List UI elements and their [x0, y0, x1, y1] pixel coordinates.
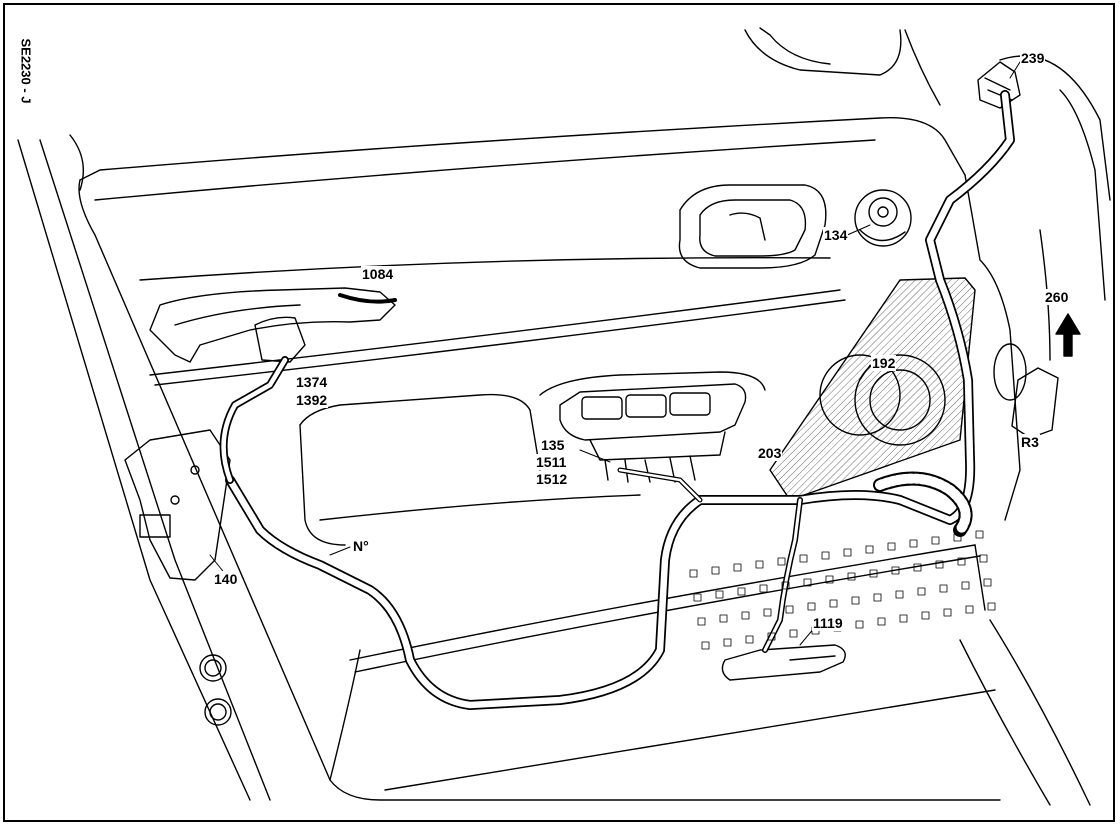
callout-260: 260 — [1044, 289, 1070, 305]
panel-clip — [851, 596, 860, 605]
panel-clip — [939, 584, 948, 593]
connector-R3 — [993, 343, 1059, 439]
callout-1512: 1512 — [535, 471, 569, 487]
corrugated-conduit — [873, 471, 973, 537]
panel-clip — [723, 638, 732, 647]
panel-clip — [755, 560, 764, 569]
panel-clips — [689, 530, 996, 650]
armrest — [299, 371, 766, 546]
panel-clip — [759, 584, 768, 593]
panel-clip — [895, 590, 904, 599]
panel-clip — [899, 614, 908, 623]
door-handle-recess — [678, 184, 827, 269]
panel-clip — [767, 632, 776, 641]
callout-1511: 1511 — [535, 454, 568, 470]
panel-clip — [847, 572, 856, 581]
panel-clip — [917, 587, 926, 596]
panel-clip — [961, 581, 970, 590]
callout-134: 134 — [823, 227, 849, 243]
pull-handle-1084 — [149, 287, 396, 363]
panel-clip — [887, 542, 896, 551]
callout-1119: 1119 — [812, 615, 844, 631]
callout-192: 192 — [871, 355, 897, 371]
panel-clip — [763, 608, 772, 617]
callout-1392: 1392 — [295, 392, 329, 408]
panel-clip — [799, 554, 808, 563]
panel-clip — [953, 533, 962, 542]
callout-140: 140 — [213, 571, 239, 587]
door-lock-140 — [124, 429, 231, 581]
panel-clip — [825, 575, 834, 584]
speaker-192 — [769, 277, 976, 501]
panel-clip — [975, 530, 984, 539]
callout-1084: 1084 — [361, 266, 395, 282]
panel-clip — [697, 617, 706, 626]
panel-clip — [873, 593, 882, 602]
panel-clip — [719, 614, 728, 623]
panel-clip — [737, 587, 746, 596]
panel-clip — [855, 620, 864, 629]
panel-clip — [935, 560, 944, 569]
panel-clip — [777, 557, 786, 566]
wiring-harness — [219, 90, 1015, 710]
panel-clip — [741, 611, 750, 620]
panel-clip — [715, 590, 724, 599]
panel-clip — [921, 611, 930, 620]
callout-203: 203 — [757, 445, 783, 461]
panel-clip — [693, 593, 702, 602]
window-switch-pack — [559, 383, 747, 483]
courtesy-lamp-1119 — [721, 644, 846, 681]
callout-N: N° — [352, 538, 370, 554]
panel-clip — [987, 602, 996, 611]
panel-clip — [829, 599, 838, 608]
panel-clip — [913, 563, 922, 572]
callout-R3: R3 — [1020, 434, 1040, 450]
panel-clip — [689, 569, 698, 578]
panel-clip — [931, 536, 940, 545]
panel-clip — [983, 578, 992, 587]
panel-clip — [957, 557, 966, 566]
panel-clip — [943, 608, 952, 617]
panel-clip — [877, 617, 886, 626]
panel-clip — [807, 602, 816, 611]
callout-239: 239 — [1020, 50, 1046, 66]
reference-code: SE2230 - J — [18, 38, 34, 104]
door-frame-outline — [17, 27, 1111, 806]
panel-clip — [965, 605, 974, 614]
panel-clip — [745, 635, 754, 644]
panel-clip — [821, 551, 830, 560]
panel-clip — [785, 605, 794, 614]
mirror-control-knob — [854, 189, 912, 247]
panel-clip — [865, 545, 874, 554]
panel-clip — [869, 569, 878, 578]
callout-1374: 1374 — [295, 374, 329, 390]
door-panel-outline — [78, 116, 1051, 801]
panel-clip — [891, 566, 900, 575]
panel-clip — [803, 578, 812, 587]
panel-clip — [701, 641, 710, 650]
panel-clip — [843, 548, 852, 557]
panel-clip — [711, 566, 720, 575]
connector-239 — [977, 61, 1021, 109]
panel-clip — [909, 539, 918, 548]
panel-holes — [199, 654, 232, 726]
panel-clip — [781, 581, 790, 590]
panel-clip — [733, 563, 742, 572]
callout-135: 135 — [540, 437, 566, 453]
panel-clip — [789, 629, 798, 638]
arrow-260 — [1055, 313, 1081, 357]
panel-clip — [979, 554, 988, 563]
